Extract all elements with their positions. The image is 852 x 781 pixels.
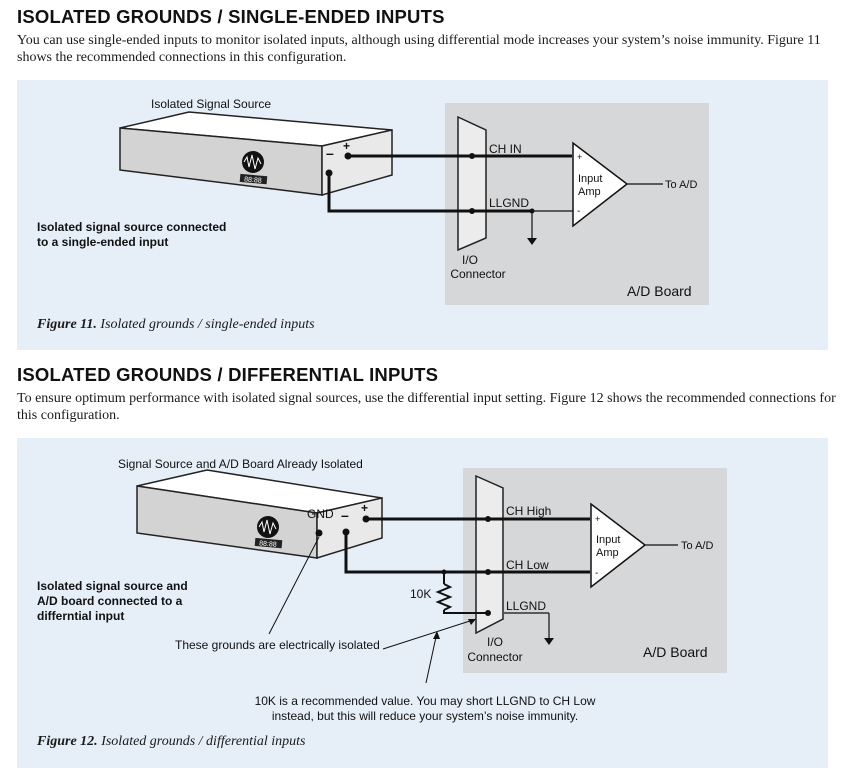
figure-11-panel: 88:88 Isolated Signal Source – + CH IN L… <box>17 80 828 350</box>
amp-amp-label: Amp <box>578 186 601 198</box>
device-display: 88:88 <box>244 176 262 185</box>
caption-label: Figure 12. <box>37 734 98 749</box>
minus-label: – <box>341 507 349 523</box>
amp-input-label: Input <box>596 534 620 546</box>
io-label: I/O <box>462 253 478 267</box>
arrow-up-icon <box>433 631 440 639</box>
meter-icon <box>254 516 283 549</box>
connector-label: Connector <box>450 267 505 281</box>
amp-plus-label: + <box>595 514 600 524</box>
amp-input-label: Input <box>578 173 602 185</box>
caption-text: Isolated grounds / single-ended inputs <box>100 317 315 332</box>
minus-label: – <box>326 145 334 161</box>
llgnd-wire <box>327 173 532 213</box>
section-heading: ISOLATED GROUNDS / SINGLE-ENDED INPUTS <box>17 6 445 27</box>
ground-arrow-icon <box>527 238 537 245</box>
llgnd-label: LLGND <box>506 599 546 613</box>
amp-minus-label: - <box>595 568 598 579</box>
recommendation-line-1: 10K is a recommended value. You may shor… <box>255 694 596 708</box>
to-ad-label: To A/D <box>681 540 713 552</box>
ch-low-label: CH Low <box>506 558 549 572</box>
figure-12-panel: 88:88 Signal Source and A/D Board Alread… <box>17 438 828 768</box>
note-line-2: A/D board connected to a <box>37 594 183 608</box>
resistor-label: 10K <box>410 587 431 601</box>
recommendation-line-2: instead, but this will reduce your syste… <box>272 709 578 723</box>
device-display: 88:88 <box>259 540 277 549</box>
ad-board-label: A/D Board <box>643 644 708 660</box>
note-line-2: to a single-ended input <box>37 235 168 249</box>
meter-icon <box>239 151 268 185</box>
amp-minus-label: - <box>577 206 580 217</box>
note-line-1: Isolated signal source and <box>37 579 188 593</box>
figure-11-caption: Figure 11. Isolated grounds / single-end… <box>37 317 315 333</box>
io-connector <box>457 115 487 252</box>
caption-text: Isolated grounds / differential inputs <box>101 734 306 749</box>
source-title: Signal Source and A/D Board Already Isol… <box>118 457 363 471</box>
io-label: I/O <box>487 635 503 649</box>
plus-label: + <box>361 501 368 515</box>
llgnd-wire <box>443 610 488 614</box>
amp-amp-label: Amp <box>596 547 619 559</box>
llgnd-label: LLGND <box>489 196 529 210</box>
connector-label: Connector <box>467 650 522 664</box>
section-paragraph: To ensure optimum performance with isola… <box>17 391 836 423</box>
ad-board-label: A/D Board <box>627 283 692 299</box>
section-heading: ISOLATED GROUNDS / DIFFERENTIAL INPUTS <box>17 364 439 385</box>
resistor-icon <box>435 583 453 611</box>
note-line-3: differntial input <box>37 609 124 623</box>
leader-line <box>268 536 320 635</box>
note-line-1: Isolated signal source connected <box>37 220 226 234</box>
section-paragraph: You can use single-ended inputs to monit… <box>17 33 821 65</box>
figure-11-diagram: 88:88 Isolated Signal Source – + CH IN L… <box>37 97 709 305</box>
figure-12-diagram: 88:88 Signal Source and A/D Board Alread… <box>37 457 727 723</box>
to-ad-label: To A/D <box>665 179 697 191</box>
ch-in-label: CH IN <box>489 142 522 156</box>
source-title: Isolated Signal Source <box>151 97 271 111</box>
input-amp-icon <box>572 141 629 228</box>
plus-label: + <box>343 139 350 153</box>
leader-line <box>425 636 437 684</box>
gnd-label: GND <box>307 507 334 521</box>
ch-high-label: CH High <box>506 504 551 518</box>
amp-plus-label: + <box>577 152 582 162</box>
input-amp-icon <box>590 502 647 589</box>
isolated-note: These grounds are electrically isolated <box>175 638 380 652</box>
ground-arrow-icon <box>544 638 554 645</box>
gnd-terminal <box>315 529 323 537</box>
caption-label: Figure 11. <box>37 317 97 332</box>
signal-source-device <box>119 111 393 196</box>
io-connector <box>475 474 504 635</box>
figure-12-caption: Figure 12. Isolated grounds / differenti… <box>37 734 305 750</box>
leader-line <box>382 619 474 650</box>
